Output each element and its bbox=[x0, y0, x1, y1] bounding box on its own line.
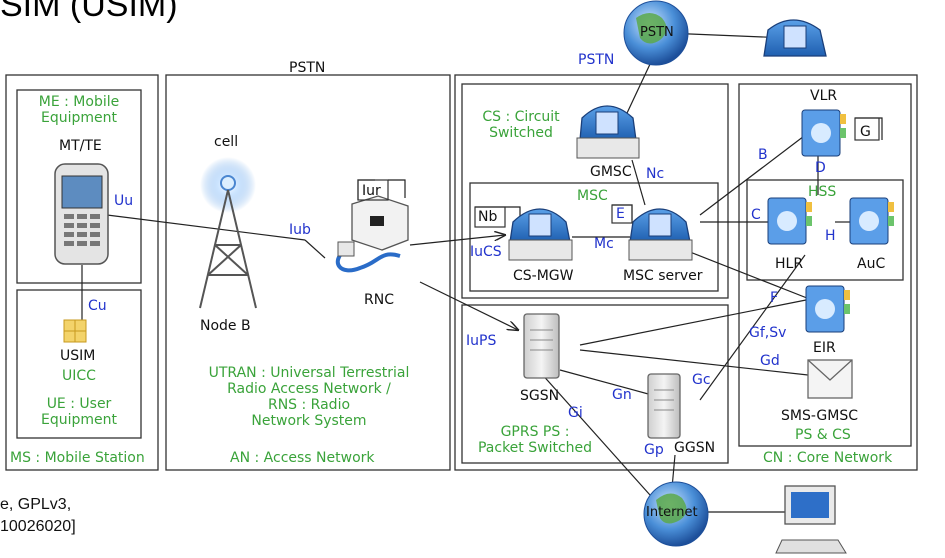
sgsn-server-icon bbox=[523, 313, 560, 379]
internet-globe-icon bbox=[643, 481, 709, 547]
iucs-interface-label: IuCS bbox=[470, 244, 502, 260]
cs-box bbox=[461, 83, 729, 299]
rnc-label: RNC bbox=[364, 292, 394, 308]
computer-icon bbox=[775, 485, 847, 554]
sms-gmsc-label: SMS-GMSC bbox=[781, 408, 859, 424]
credit-line-1: e, GPLv3, bbox=[0, 496, 72, 513]
group-boxes bbox=[5, 74, 918, 471]
gp-interface-label: Gp bbox=[644, 442, 664, 458]
usim-label: USIM bbox=[60, 348, 96, 364]
node-b-label: Node B bbox=[200, 318, 251, 334]
gf-sv-interface-label: Gf,Sv bbox=[749, 325, 787, 341]
mt-te-label: MT/TE bbox=[59, 138, 102, 154]
gc-interface-label: Gc bbox=[692, 372, 711, 388]
cu-interface-label: Cu bbox=[88, 298, 107, 314]
hss-label: HSS bbox=[808, 184, 837, 200]
nc-interface-label: Nc bbox=[646, 166, 665, 182]
cn-domain-label: CN : Core Network bbox=[763, 450, 893, 466]
f-interface-label: F bbox=[770, 290, 779, 306]
gmsc-telephone-icon bbox=[576, 105, 640, 159]
cn-box bbox=[738, 83, 912, 447]
hlr-database-icon bbox=[767, 197, 812, 245]
mobile-phone-icon bbox=[54, 163, 109, 265]
ue-domain-label: UE : User Equipment bbox=[41, 396, 117, 429]
pstn-globe-label: PSTN bbox=[289, 60, 326, 76]
iur-interface-label: Iur bbox=[362, 183, 381, 199]
gd-interface-label: Gd bbox=[760, 353, 780, 369]
msc-box bbox=[469, 182, 719, 292]
pstn-label: PSTN bbox=[640, 25, 674, 40]
pstn-telephone-icon bbox=[763, 19, 827, 57]
c-interface-label: C bbox=[751, 207, 761, 223]
ps-cs-label: PS & CS bbox=[795, 427, 851, 443]
msc-server-telephone-icon bbox=[628, 208, 693, 261]
me-box bbox=[16, 89, 142, 284]
an-box bbox=[165, 74, 451, 471]
core-box bbox=[454, 74, 918, 471]
eir-label: EIR bbox=[813, 340, 836, 356]
vlr-database-icon bbox=[801, 109, 846, 157]
cs-domain-label: CS : Circuit Switched bbox=[482, 109, 560, 142]
cell-label: cell bbox=[214, 134, 239, 150]
iub-interface-label: Iub bbox=[289, 222, 311, 238]
cs-mgw-telephone-icon bbox=[508, 208, 573, 261]
cs-mgw-label: CS-MGW bbox=[513, 268, 574, 284]
hss-box bbox=[746, 179, 904, 281]
ms-box bbox=[5, 74, 159, 471]
nb-interface-label: Nb bbox=[478, 209, 498, 225]
b-interface-label: B bbox=[758, 147, 768, 163]
sms-gmsc-envelope-icon bbox=[807, 359, 853, 399]
g-interface-label: G bbox=[860, 124, 871, 140]
sgsn-label: SGSN bbox=[520, 388, 560, 404]
gi-interface-label: Gi bbox=[568, 405, 583, 421]
gprs-box bbox=[461, 304, 729, 464]
cell-tower-icon bbox=[199, 157, 257, 309]
sim-card-icon bbox=[63, 319, 87, 343]
auc-database-icon bbox=[849, 197, 894, 245]
pstn-interface-label: PSTN bbox=[578, 52, 615, 68]
vlr-label: VLR bbox=[810, 88, 838, 104]
mc-interface-label: Mc bbox=[594, 236, 614, 252]
uicc-label: UICC bbox=[62, 368, 96, 384]
gprs-domain-label: GPRS PS : Packet Switched bbox=[477, 424, 593, 457]
me-domain-label: ME : Mobile Equipment bbox=[38, 94, 120, 127]
pstn-globe-icon bbox=[623, 0, 689, 66]
internet-globe-label: Internet bbox=[646, 505, 698, 520]
msc-server-label: MSC server bbox=[623, 268, 703, 284]
uu-interface-label: Uu bbox=[114, 193, 134, 209]
gmsc-label: GMSC bbox=[590, 164, 632, 180]
rnc-icon bbox=[335, 195, 409, 273]
gn-interface-label: Gn bbox=[612, 387, 632, 403]
interface-boxes bbox=[357, 117, 880, 228]
auc-label: AuC bbox=[857, 256, 886, 272]
hlr-label: HLR bbox=[775, 256, 804, 272]
ggsn-server-icon bbox=[647, 373, 681, 439]
page-title: SIM (USIM) bbox=[0, 0, 178, 24]
credit-line-2: 10026020] bbox=[0, 518, 76, 535]
ms-domain-label: MS : Mobile Station bbox=[10, 450, 145, 466]
an-domain-label: AN : Access Network bbox=[230, 450, 375, 466]
e-interface-label: E bbox=[616, 206, 625, 222]
iups-interface-label: IuPS bbox=[466, 333, 497, 349]
d-interface-label: D bbox=[815, 160, 826, 176]
msc-group-label: MSC bbox=[577, 188, 608, 204]
eir-database-icon bbox=[805, 285, 850, 333]
utran-domain-label: UTRAN : Universal Terrestrial Radio Acce… bbox=[208, 365, 410, 430]
h-interface-label: H bbox=[825, 228, 836, 244]
ue-box bbox=[16, 289, 142, 439]
ggsn-label: GGSN bbox=[674, 440, 716, 456]
